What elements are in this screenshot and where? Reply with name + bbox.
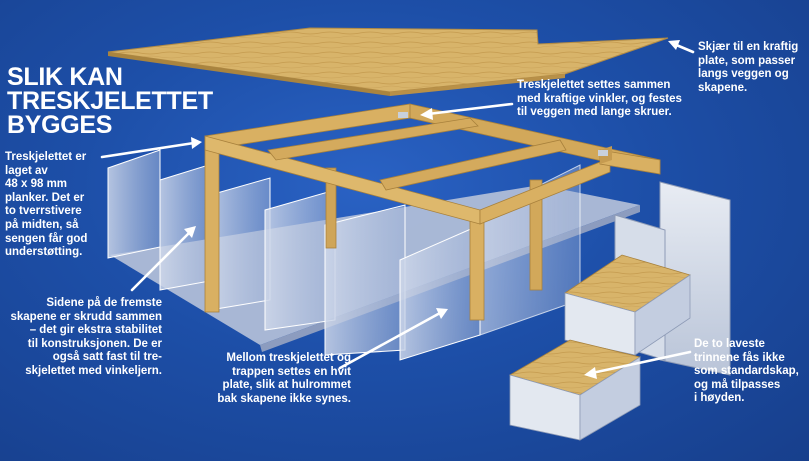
- arrow-planks: [100, 137, 202, 159]
- wood-frame: [204, 103, 661, 321]
- arrow-frame-join: [420, 102, 514, 120]
- stairs: [508, 254, 691, 441]
- arrow-white-plate: [338, 308, 448, 370]
- diagram-title: SLIK KAN TRESKJELETTET BYGGES: [7, 63, 213, 139]
- arrow-plate: [668, 40, 695, 54]
- annotation-lowest-steps: De to laveste trinnene fås ikke som stan…: [694, 338, 799, 405]
- arrow-lowest-steps: [584, 350, 692, 379]
- annotation-planks: Treskjelettet er laget av 48 x 98 mm pla…: [5, 151, 88, 259]
- annotation-white-plate: Mellom treskjelettet og trappen settes e…: [217, 352, 351, 405]
- leader-arrows: [100, 40, 695, 379]
- annotation-plate: Skjær til en kraftig plate, som passer l…: [698, 41, 799, 94]
- top-plate: [107, 27, 669, 96]
- arrow-cabinet-sides: [130, 226, 196, 292]
- annotation-frame-join: Treskjelettet settes sammen med kraftige…: [517, 79, 682, 119]
- annotation-cabinet-sides: Sidene på de fremste skapene er skrudd s…: [10, 297, 163, 377]
